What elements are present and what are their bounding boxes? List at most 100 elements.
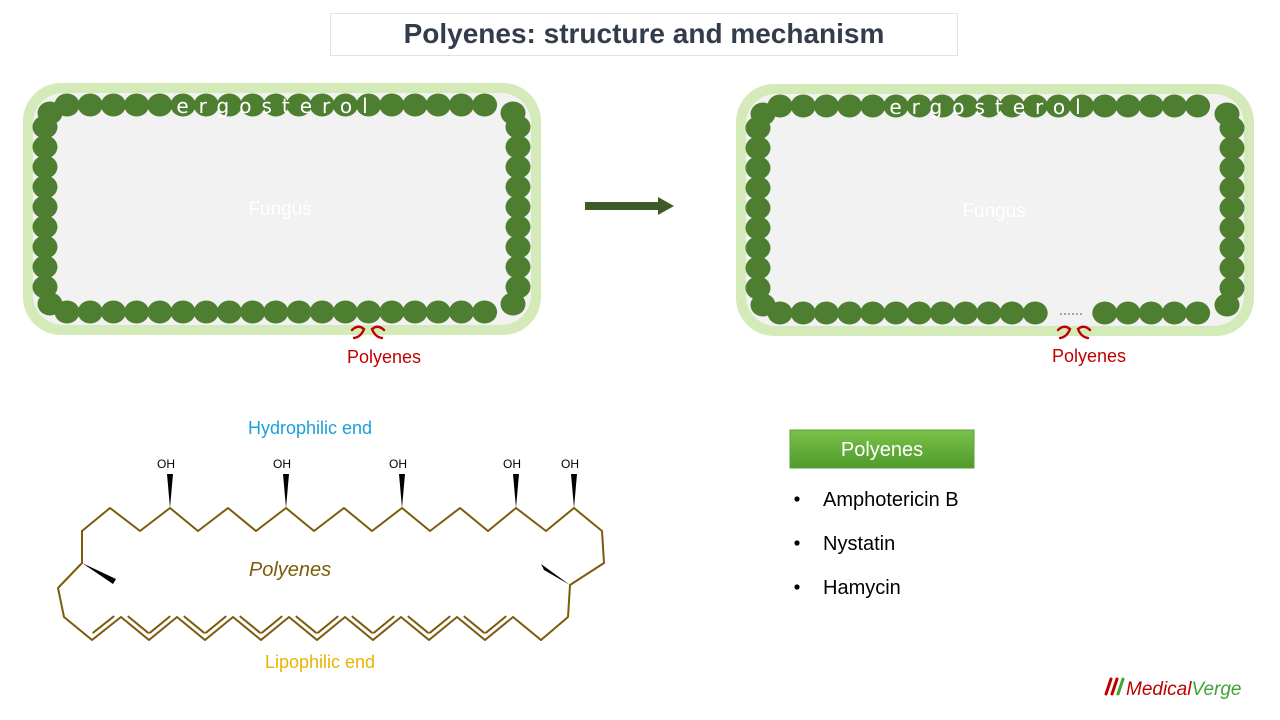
transition-arrow (585, 197, 674, 215)
polyenes-agent-label: Polyenes (347, 347, 421, 367)
ergosterol-bead (379, 300, 405, 324)
double-bond (183, 615, 205, 634)
ergosterol-bead (929, 301, 955, 325)
ergosterol-label: ergosterol (889, 95, 1090, 119)
ergosterol-bead (1214, 102, 1240, 126)
ergosterol-bead (750, 293, 776, 317)
hydroxyl-label: OH (273, 457, 291, 471)
double-bond (485, 615, 507, 634)
ergosterol-bead (32, 155, 58, 179)
double-bond (239, 615, 261, 634)
hydroxyl-label: OH (157, 457, 175, 471)
ergosterol-layer (745, 94, 1245, 325)
ergosterol-bead (309, 300, 335, 324)
ergosterol-bead (77, 93, 103, 117)
ergosterol-bead (505, 235, 531, 259)
hydroxyl-wedge (571, 474, 577, 508)
ergosterol-bead (505, 135, 531, 159)
ergosterol-bead (929, 94, 955, 118)
ergosterol-bead (356, 93, 382, 117)
ergosterol-bead (883, 94, 909, 118)
ergosterol-bead (332, 300, 358, 324)
double-bond (317, 615, 339, 634)
ergosterol-bead (309, 93, 335, 117)
ergosterol-bead (216, 300, 242, 324)
ergosterol-bead (745, 176, 771, 200)
ergosterol-bead (472, 300, 498, 324)
ergosterol-bead (745, 196, 771, 220)
ergosterol-bead (1219, 236, 1245, 260)
ergosterol-bead (193, 300, 219, 324)
ergosterol-bead (32, 135, 58, 159)
ergosterol-bead (1115, 94, 1141, 118)
bullet-icon (794, 496, 800, 502)
hydroxyl-label: OH (561, 457, 579, 471)
ergosterol-bead (263, 300, 289, 324)
ergosterol-bead (193, 93, 219, 117)
ergosterol-bead (1045, 94, 1071, 118)
ergosterol-bead (999, 301, 1025, 325)
hydroxyl-wedge (167, 474, 173, 508)
ergosterol-bead (906, 301, 932, 325)
ergosterol-bead (1185, 94, 1211, 118)
ergosterol-bead (32, 235, 58, 259)
brand-name: MedicalVerge (1126, 679, 1241, 700)
ergosterol-bead (1219, 156, 1245, 180)
ergosterol-bead (745, 216, 771, 240)
hydroxyl-label: OH (389, 457, 407, 471)
drug-item: Hamycin (823, 577, 901, 599)
ergosterol-bead (745, 156, 771, 180)
ergosterol-bead (1161, 301, 1187, 325)
methyl-wedge (82, 563, 116, 584)
double-bond (351, 615, 373, 634)
ergosterol-bead (124, 300, 150, 324)
ergosterol-bead (170, 93, 196, 117)
ergosterol-layer (32, 93, 531, 324)
ergosterol-bead (1138, 301, 1164, 325)
double-bond (205, 615, 227, 634)
molecule-name: Polyenes (249, 559, 331, 581)
ergosterol-bead (1219, 176, 1245, 200)
ergosterol-bead (953, 94, 979, 118)
ergosterol-bead (745, 236, 771, 260)
ergosterol-bead (32, 215, 58, 239)
fungal-cell-disrupted: Fungus Polyenes ergosterol (736, 84, 1254, 366)
ergosterol-bead (332, 93, 358, 117)
ergosterol-bead (356, 300, 382, 324)
polyene-binding-icon (1056, 325, 1092, 340)
logo-mark-icon (1104, 677, 1125, 696)
ergosterol-bead (100, 93, 126, 117)
ergosterol-bead (286, 93, 312, 117)
ergosterol-bead (883, 301, 909, 325)
polyenes-heading-box (789, 429, 975, 469)
ergosterol-bead (505, 175, 531, 199)
ergosterol-bead (1161, 94, 1187, 118)
ergosterol-bead (1219, 136, 1245, 160)
ergosterol-bead (147, 93, 173, 117)
ergosterol-bead (425, 300, 451, 324)
cell-cytoplasm (33, 93, 531, 325)
double-bond (429, 615, 451, 634)
cell-cytoplasm (746, 94, 1244, 326)
ergosterol-bead (77, 300, 103, 324)
double-bond (149, 615, 171, 634)
ergosterol-bead (790, 301, 816, 325)
polyenes-agent-label: Polyenes (1052, 346, 1126, 366)
ergosterol-bead (286, 300, 312, 324)
ergosterol-bead (37, 101, 63, 125)
ergosterol-bead (32, 195, 58, 219)
ergosterol-bead (170, 300, 196, 324)
ergosterol-bead (1022, 94, 1048, 118)
double-bond (295, 615, 317, 634)
lipophilic-end-label: Lipophilic end (265, 652, 375, 672)
ergosterol-bead (837, 301, 863, 325)
ergosterol-bead (240, 93, 266, 117)
fungus-label: Fungus (962, 201, 1025, 222)
ergosterol-bead (813, 94, 839, 118)
ergosterol-bead (745, 256, 771, 280)
brand-part1: Medical (1126, 679, 1192, 700)
ergosterol-bead (750, 102, 776, 126)
